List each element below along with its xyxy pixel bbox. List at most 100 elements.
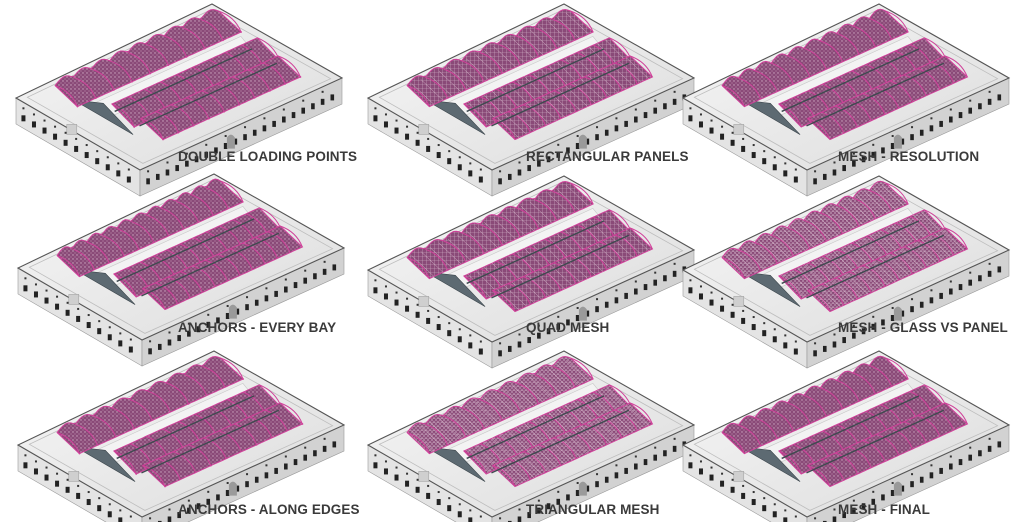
canopy-rib [463, 103, 487, 128]
gutter-line [466, 395, 605, 460]
window [76, 492, 81, 499]
anchor-point [242, 378, 244, 380]
window [44, 474, 49, 481]
window [741, 145, 746, 152]
window [313, 273, 317, 280]
window-small [187, 322, 190, 325]
mesh-line [893, 251, 917, 273]
window [595, 481, 599, 488]
canopy-back [56, 178, 244, 278]
window [527, 165, 531, 172]
window [196, 326, 201, 333]
canopy-rib [127, 52, 151, 74]
window-small [731, 131, 734, 134]
window-small [557, 143, 560, 146]
window [730, 311, 735, 318]
mesh-line [816, 214, 839, 236]
canopy-rib [821, 111, 845, 134]
canopy-rib [807, 118, 831, 140]
mesh-line [865, 263, 889, 286]
window-small [45, 466, 48, 469]
window [842, 512, 846, 519]
window [527, 512, 531, 519]
window [252, 129, 257, 136]
mesh-line [475, 54, 498, 76]
anchor-point [149, 72, 152, 75]
gutter-line [781, 220, 920, 285]
mesh-line [420, 426, 444, 448]
window [126, 176, 131, 183]
mesh-line [429, 247, 453, 269]
mesh-line [580, 250, 603, 272]
window [245, 304, 249, 311]
window [698, 293, 703, 300]
window [284, 463, 288, 470]
mesh-line [447, 413, 471, 436]
window [900, 310, 905, 317]
window-small [988, 262, 991, 265]
window [910, 306, 914, 313]
window [772, 511, 777, 518]
canopy-rib [614, 62, 638, 85]
window [672, 270, 677, 277]
window-small [499, 517, 502, 520]
window [262, 125, 267, 132]
window [97, 328, 102, 335]
canopy-rib [778, 275, 802, 300]
window-small [596, 298, 599, 301]
mesh-line [467, 274, 491, 298]
canopy-rib [787, 55, 811, 77]
window-small [930, 464, 933, 467]
window [74, 145, 79, 152]
canopy-rib [262, 62, 286, 85]
canopy-rib [534, 199, 558, 221]
window-small [773, 156, 776, 159]
entry-arch [578, 134, 587, 149]
anchor-point [164, 485, 166, 488]
canopy-rib [614, 409, 638, 432]
canopy-rib [778, 450, 802, 475]
window [762, 505, 767, 512]
canopy-rib [944, 55, 968, 78]
window [383, 121, 388, 128]
mesh-line [565, 432, 588, 454]
canopy-rib [903, 421, 927, 443]
window-small [699, 113, 702, 116]
window [688, 115, 693, 122]
window-small [448, 322, 451, 325]
window [107, 511, 112, 518]
window-small [752, 144, 755, 147]
anchor-point [301, 423, 304, 425]
canopy-rib [142, 465, 166, 487]
canopy-rib [54, 85, 78, 107]
window [643, 112, 648, 119]
entry-arch [228, 481, 237, 496]
window [107, 334, 112, 341]
window [919, 129, 924, 136]
mesh-line [556, 189, 580, 211]
canopy-rib [538, 444, 562, 466]
window-small [615, 117, 618, 120]
canopy-rib [820, 387, 844, 409]
canopy-rib [279, 402, 303, 425]
window-small [77, 484, 80, 487]
canopy-rib [71, 248, 95, 270]
canopy-rib [848, 446, 872, 468]
window [167, 516, 172, 522]
window-small [634, 455, 637, 458]
gutter-line [139, 62, 278, 127]
mesh-line [859, 266, 882, 289]
window [63, 139, 68, 146]
canopy-rib [155, 282, 178, 304]
canopy-rib [205, 187, 229, 209]
window [457, 164, 462, 171]
window-small [437, 144, 440, 147]
window [709, 127, 714, 134]
canopy-back [56, 355, 244, 455]
mesh-line [941, 229, 965, 251]
window-small [304, 269, 307, 272]
anchor-point [207, 117, 210, 120]
mesh-line [411, 83, 435, 105]
canopy-rib [109, 60, 133, 82]
window [53, 133, 58, 140]
